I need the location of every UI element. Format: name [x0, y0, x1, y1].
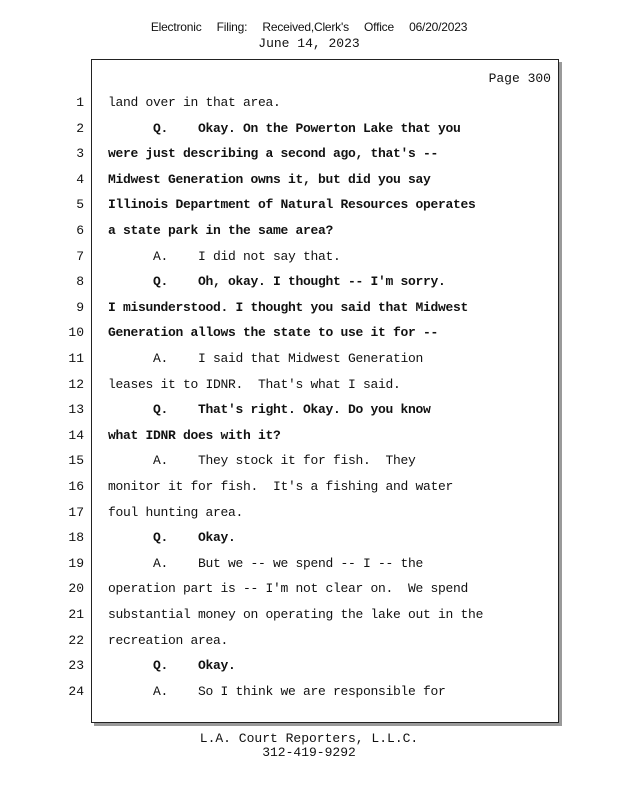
- line-number: 4: [76, 172, 84, 187]
- line-text: leases it to IDNR. That's what I said.: [108, 377, 401, 392]
- line-number: 20: [68, 581, 84, 596]
- line-text: substantial money on operating the lake …: [108, 607, 484, 622]
- line-number: 15: [68, 453, 84, 468]
- line-text: Midwest Generation owns it, but did you …: [108, 172, 431, 187]
- filing-stamp: Electronic Filing: Received,Clerk's Offi…: [0, 20, 618, 34]
- line-number: 10: [68, 325, 84, 340]
- line-number: 1: [76, 95, 84, 110]
- line-text: foul hunting area.: [108, 505, 244, 520]
- deposition-date: June 14, 2023: [258, 36, 360, 51]
- line-number: 12: [68, 377, 84, 392]
- footer: L.A. Court Reporters, L.L.C. 312-419-929…: [0, 732, 618, 760]
- line-text: were just describing a second ago, that'…: [108, 146, 439, 161]
- line-number: 13: [68, 402, 84, 417]
- filing-word-office: Office: [364, 20, 394, 34]
- line-number: 19: [68, 556, 84, 571]
- filing-word-electronic: Electronic: [150, 20, 202, 34]
- line-text: recreation area.: [108, 633, 229, 648]
- line-number: 11: [68, 351, 84, 366]
- line-text: a state park in the same area?: [108, 223, 334, 238]
- line-number: 21: [68, 607, 84, 622]
- line-text: Q. Okay. On the Powerton Lake that you: [108, 121, 461, 136]
- line-number: 7: [76, 249, 84, 264]
- line-number: 6: [76, 223, 84, 238]
- line-text: Generation allows the state to use it fo…: [108, 325, 439, 340]
- line-text: A. I did not say that.: [108, 249, 341, 264]
- line-text: operation part is -- I'm not clear on. W…: [108, 581, 469, 596]
- line-number: 2: [76, 121, 84, 136]
- line-text: what IDNR does with it?: [108, 428, 281, 443]
- line-text: monitor it for fish. It's a fishing and …: [108, 479, 454, 494]
- line-number: 23: [68, 658, 84, 673]
- line-text: A. They stock it for fish. They: [108, 453, 416, 468]
- line-number: 22: [68, 633, 84, 648]
- line-text: I misunderstood. I thought you said that…: [108, 300, 469, 315]
- line-text: A. So I think we are responsible for: [108, 684, 446, 699]
- line-number: 17: [68, 505, 84, 520]
- line-number: 16: [68, 479, 84, 494]
- line-number: 9: [76, 300, 84, 315]
- line-text: Q. Okay.: [108, 658, 236, 673]
- line-text: land over in that area.: [108, 95, 281, 110]
- filing-word-filing: Filing:: [216, 20, 248, 34]
- line-text: Q. Okay.: [108, 530, 236, 545]
- reporter-company: L.A. Court Reporters, L.L.C.: [199, 731, 419, 746]
- line-text: Illinois Department of Natural Resources…: [108, 197, 476, 212]
- line-number: 5: [76, 197, 84, 212]
- line-text: A. But we -- we spend -- I -- the: [108, 556, 424, 571]
- line-text: A. I said that Midwest Generation: [108, 351, 424, 366]
- line-text: Q. That's right. Okay. Do you know: [108, 402, 431, 417]
- line-number: 24: [68, 684, 84, 699]
- line-number: 14: [68, 428, 84, 443]
- line-number: 3: [76, 146, 84, 161]
- reporter-phone: 312-419-9292: [262, 745, 356, 760]
- line-text: Q. Oh, okay. I thought -- I'm sorry.: [108, 274, 446, 289]
- page-number: Page 300: [488, 71, 551, 86]
- filing-word-received: Received,Clerk's: [262, 20, 349, 34]
- line-number: 8: [76, 274, 84, 289]
- line-number: 18: [68, 530, 84, 545]
- filing-date: 06/20/2023: [409, 20, 468, 34]
- transcript-page: [91, 59, 559, 723]
